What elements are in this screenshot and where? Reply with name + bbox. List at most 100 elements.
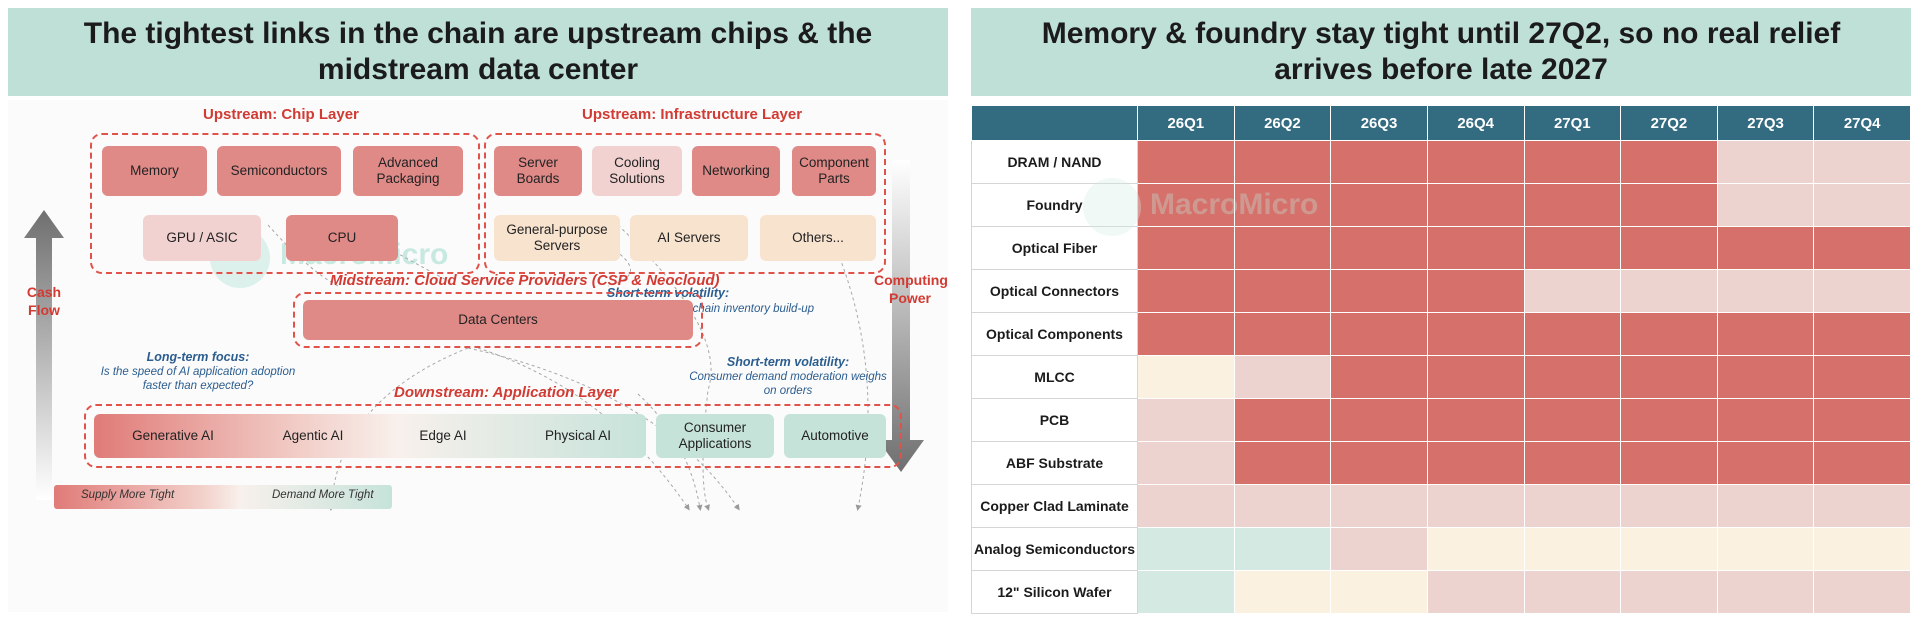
heatmap-cell: [1330, 183, 1428, 227]
upstream-infra-label: Upstream: Infrastructure Layer: [582, 106, 803, 123]
heatmap-cell: [1523, 226, 1622, 270]
table-row: Foundry: [971, 183, 1911, 227]
heatmap-cell: [1426, 312, 1525, 356]
table-corner-cell: [971, 105, 1138, 141]
heatmap-cell: [1620, 140, 1718, 184]
heatmap-cell: [1137, 398, 1235, 442]
heatmap-cell: [1716, 140, 1815, 184]
heatmap-cell: [1716, 226, 1815, 270]
heatmap-cell: [1716, 441, 1815, 485]
table-row: DRAM / NAND: [971, 140, 1911, 184]
heatmap-cell: [1426, 269, 1525, 313]
others-node: Others...: [760, 215, 876, 261]
row-label: 12" Silicon Wafer: [971, 570, 1138, 614]
heatmap-cell: [1620, 183, 1718, 227]
heatmap-cell: [1233, 140, 1332, 184]
cpu-node: CPU: [286, 215, 398, 261]
heatmap-cell: [1523, 441, 1622, 485]
upstream-chip-group: [90, 133, 480, 274]
heatmap-cell: [1813, 398, 1911, 442]
heatmap-cell: [1233, 269, 1332, 313]
heatmap-cell: [1523, 140, 1622, 184]
ai-application-gradient-bar: [94, 414, 646, 458]
upstream-infra-group: [484, 133, 886, 274]
heatmap-cell: [1233, 441, 1332, 485]
computing-power-arrow-icon: [878, 160, 924, 472]
heatmap-cell: [1620, 226, 1718, 270]
heatmap-cell: [1523, 312, 1622, 356]
heatmap-cell: [1137, 570, 1235, 614]
row-label: Foundry: [971, 183, 1138, 227]
legend-demand-label: Demand More Tight: [272, 489, 374, 501]
automotive-node: Automotive: [784, 414, 886, 458]
heatmap-cell: [1523, 527, 1622, 571]
heatmap-cell: [1620, 570, 1718, 614]
computing-power-label: Computing Power: [874, 272, 948, 306]
physical-ai-label: Physical AI: [544, 428, 612, 443]
gpu-asic-node: GPU / ASIC: [143, 215, 261, 261]
heatmap-cell: [1233, 570, 1332, 614]
networking-node: Networking: [692, 146, 780, 196]
heatmap-cell: [1330, 140, 1428, 184]
row-label: Copper Clad Laminate: [971, 484, 1138, 528]
heatmap-cell: [1330, 355, 1428, 399]
short-term-volatility-2-title: Short-term volatility:: [726, 355, 850, 369]
memory-node: Memory: [102, 146, 207, 196]
advanced-packaging-node: Advanced Packaging: [353, 146, 463, 196]
heatmap-cell: [1813, 484, 1911, 528]
heatmap-cell: [1330, 398, 1428, 442]
heatmap-cell: [1330, 570, 1428, 614]
row-label: Analog Semiconductors: [971, 527, 1138, 571]
row-label: Optical Components: [971, 312, 1138, 356]
heatmap-cell: [1523, 398, 1622, 442]
column-header-27q3: 27Q3: [1716, 105, 1815, 141]
general-purpose-servers-node: General-purpose Servers: [494, 215, 620, 261]
heatmap-cell: [1813, 441, 1911, 485]
heatmap-cell: [1233, 312, 1332, 356]
column-header-27q2: 27Q2: [1620, 105, 1718, 141]
row-label: MLCC: [971, 355, 1138, 399]
heatmap-cell: [1716, 484, 1815, 528]
table-row: 12" Silicon Wafer: [971, 570, 1911, 614]
heatmap-cell: [1716, 527, 1815, 571]
column-header-26q3: 26Q3: [1330, 105, 1428, 141]
heatmap-cell: [1426, 140, 1525, 184]
heatmap-cell: [1620, 398, 1718, 442]
column-header-26q4: 26Q4: [1426, 105, 1525, 141]
heatmap-cell: [1426, 570, 1525, 614]
table-row: Optical Fiber: [971, 226, 1911, 270]
heatmap-cell: [1426, 355, 1525, 399]
heatmap-cell: [1330, 441, 1428, 485]
server-boards-node: Server Boards: [494, 146, 582, 196]
downstream-group: [84, 404, 902, 468]
heatmap-cell: [1716, 183, 1815, 227]
heatmap-cell: [1137, 140, 1235, 184]
heatmap-cell: [1813, 183, 1911, 227]
row-label: Optical Connectors: [971, 269, 1138, 313]
heatmap-cell: [1330, 269, 1428, 313]
table-row: Optical Components: [971, 312, 1911, 356]
column-header-27q4: 27Q4: [1813, 105, 1911, 141]
table-row: Copper Clad Laminate: [971, 484, 1911, 528]
edge-ai-label: Edge AI: [419, 428, 467, 443]
right-panel-title: Memory & foundry stay tight until 27Q2, …: [971, 8, 1911, 96]
generative-ai-label: Generative AI: [132, 428, 214, 443]
long-term-focus-body: Is the speed of AI application adoption …: [100, 366, 296, 392]
heatmap-cell: [1426, 484, 1525, 528]
right-watermark-logo-icon: [1083, 178, 1141, 236]
heatmap-cell: [1137, 355, 1235, 399]
heatmap-cell: [1523, 484, 1622, 528]
heatmap-cell: [1523, 570, 1622, 614]
heatmap-cell: [1813, 269, 1911, 313]
component-parts-node: Component Parts: [792, 146, 876, 196]
left-panel-title: The tightest links in the chain are upst…: [8, 8, 948, 96]
heatmap-cell: [1620, 269, 1718, 313]
row-label: PCB: [971, 398, 1138, 442]
heatmap-cell: [1233, 355, 1332, 399]
ai-servers-node: AI Servers: [630, 215, 748, 261]
heatmap-cell: [1330, 312, 1428, 356]
heatmap-cell: [1233, 398, 1332, 442]
right-watermark: MacroMicro: [1150, 188, 1319, 221]
